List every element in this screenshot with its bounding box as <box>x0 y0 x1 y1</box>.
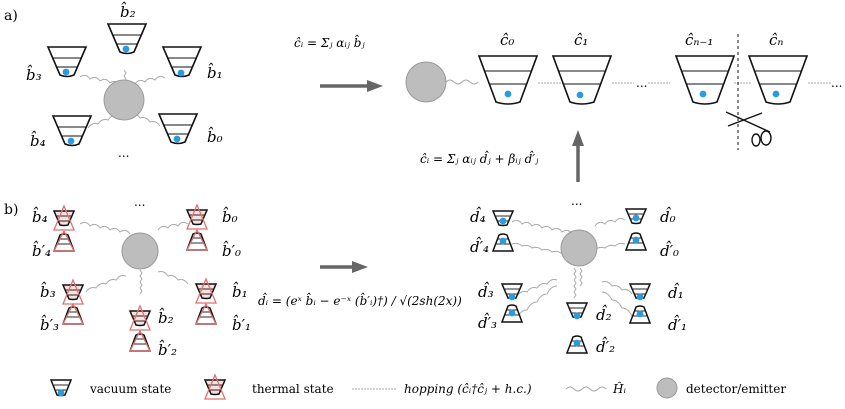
label-b4-thermal: b̂₄ <box>32 207 48 226</box>
legend-hi-icon <box>565 386 607 392</box>
mode-pair-d1 <box>628 283 652 324</box>
mode-pair-d3 <box>500 283 524 323</box>
label-b3-thermal: b̂₃ <box>40 282 56 301</box>
label-b1-thermal: b̂₁ <box>232 282 248 301</box>
label-cN-1: ĉₙ₋₁ <box>685 31 713 49</box>
chain-well-cN-1 <box>675 55 735 105</box>
ellipsis-b-right: ... <box>571 194 582 208</box>
arrow-up <box>572 130 584 182</box>
chain-well-c1 <box>552 55 612 105</box>
ellipsis-a-left: ... <box>118 146 129 160</box>
label-d4p: d̂′₄ <box>470 237 489 256</box>
mode-well-b3 <box>47 46 87 78</box>
label-b4: b̂₄ <box>30 131 46 150</box>
detector-node-a <box>103 79 145 121</box>
mode-well-b0 <box>158 113 198 145</box>
hopping-springs-chain <box>445 79 832 85</box>
legend-hopping-label: hopping (ĉᵢ†ĉⱼ + h.c.) <box>404 382 532 396</box>
label-d0p: d̂′₀ <box>660 241 679 260</box>
detector-node-chain <box>405 61 447 103</box>
coupling-springs-b-right <box>511 217 633 319</box>
detector-node-b-right <box>560 229 598 267</box>
mode-pair-d4 <box>491 210 515 252</box>
arrow-right-a <box>320 80 383 92</box>
label-b0: b̂₀ <box>207 127 223 146</box>
legend-thermal-icon <box>204 374 226 400</box>
label-cN: ĉₙ <box>769 31 783 49</box>
transform-eq-b: d̂ᵢ = (eˣ b̂ᵢ − e⁻ˣ (b̂′ᵢ)†) / √(2sh(2x)… <box>258 291 462 308</box>
label-b3: b̂₃ <box>26 65 42 84</box>
mode-pair-d2 <box>565 302 589 354</box>
legend-hi-label: Ĥᵢ <box>612 381 626 396</box>
legend-vacuum-label: vacuum state <box>89 382 171 396</box>
label-d4: d̂₄ <box>470 207 486 226</box>
thermal-pair-b3 <box>61 279 85 325</box>
transform-eq-up: ĉᵢ = Σⱼ αᵢⱼ d̂ⱼ + βᵢⱼ d̂′ⱼ <box>420 149 539 166</box>
label-d3: d̂₃ <box>478 282 494 301</box>
label-b4p-thermal: b̂′₄ <box>32 241 51 260</box>
label-b0-thermal: b̂₀ <box>222 207 238 226</box>
chain-ellipsis: ... <box>636 76 647 90</box>
label-c0: ĉ₀ <box>500 31 514 49</box>
mode-well-b4 <box>52 115 92 147</box>
mode-well-b2 <box>107 23 147 55</box>
legend-thermal-label: thermal state <box>252 382 334 396</box>
mode-well-b1 <box>162 46 202 78</box>
label-b0p-thermal: b̂′₀ <box>222 241 241 260</box>
label-d2p: d̂′₂ <box>596 337 615 356</box>
panel-a-label: a) <box>4 8 18 24</box>
chain-well-cN <box>748 55 808 105</box>
thermal-pair-b0 <box>185 204 209 251</box>
ellipsis-b-left: ... <box>134 195 145 209</box>
label-d3p: d̂′₃ <box>478 313 497 332</box>
label-b2p-thermal: b̂′₂ <box>158 340 177 359</box>
thermal-pair-b1 <box>194 278 218 325</box>
label-d1: d̂₁ <box>668 283 684 302</box>
mode-pair-d0 <box>624 208 648 251</box>
arrow-right-b <box>320 261 368 273</box>
legend-detector-icon <box>656 377 678 399</box>
thermal-pair-b4 <box>52 205 76 252</box>
coupling-springs-b-left <box>79 221 189 295</box>
legend: vacuum state thermal state hopping (ĉᵢ†ĉ… <box>49 374 786 400</box>
label-c1: ĉ₁ <box>574 31 588 49</box>
panel-b-label: b) <box>4 202 18 218</box>
detector-node-b-left <box>121 232 159 270</box>
chain-well-c0 <box>478 55 538 105</box>
legend-detector-label: detector/emitter <box>686 382 786 396</box>
chain-tail-ellipsis: ... <box>831 76 842 90</box>
label-b3p-thermal: b̂′₃ <box>40 315 59 334</box>
label-d2: d̂₂ <box>596 305 612 324</box>
label-d1p: d̂′₁ <box>668 315 687 334</box>
label-b2-thermal: b̂₂ <box>158 308 174 327</box>
legend-vacuum-icon <box>49 379 73 397</box>
label-b2: b̂₂ <box>120 2 136 21</box>
transform-eq-a: ĉᵢ = Σⱼ αᵢⱼ b̂ⱼ <box>294 33 365 50</box>
label-b1p-thermal: b̂′₁ <box>232 315 251 334</box>
thermal-pair-b2 <box>128 305 152 352</box>
label-d0: d̂₀ <box>660 207 676 226</box>
label-b1: b̂₁ <box>207 63 223 82</box>
scissors-icon <box>725 111 772 147</box>
